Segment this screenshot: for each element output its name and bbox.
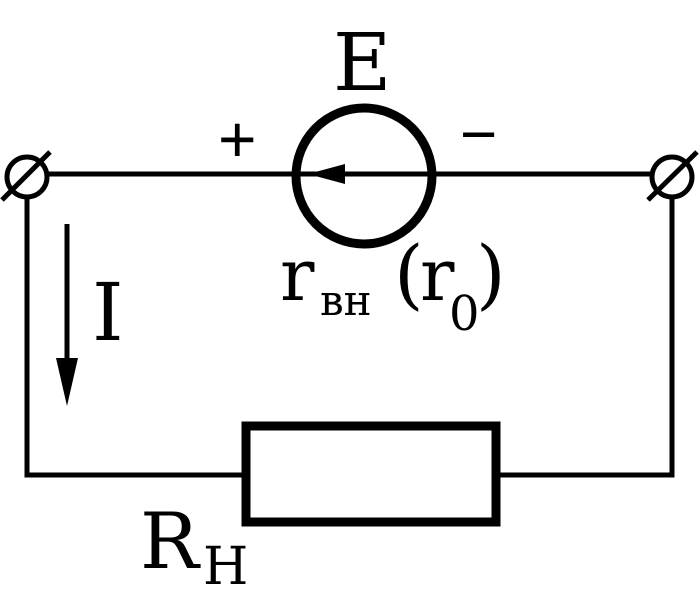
internal-resistance-alt-close-paren: )	[476, 229, 506, 318]
emf-source-icon	[291, 103, 437, 249]
load-resistance-label: R Н	[140, 497, 248, 597]
minus-sign-label: −	[460, 98, 497, 170]
plus-sign-label: +	[218, 102, 257, 176]
internal-resistance-label: r вн ( r 0 )	[280, 229, 506, 342]
emf-label: E	[333, 16, 391, 109]
internal-resistance-main-label: r	[280, 233, 315, 317]
internal-resistance-sub-label: вн	[320, 276, 372, 325]
load-resistance-main-label: R	[140, 497, 201, 587]
terminal-right-icon	[646, 150, 699, 202]
terminal-left-icon	[0, 150, 52, 202]
current-arrow-icon	[56, 224, 78, 406]
current-label: I	[92, 266, 124, 359]
internal-resistance-alt-open-paren: (	[394, 229, 424, 318]
internal-resistance-alt-main-label: r	[420, 233, 455, 317]
load-resistance-sub-label: Н	[203, 537, 248, 597]
source-direction-arrow-icon	[308, 164, 345, 184]
load-resistor-icon	[241, 421, 501, 527]
internal-resistance-alt-sub-label: 0	[449, 286, 480, 342]
